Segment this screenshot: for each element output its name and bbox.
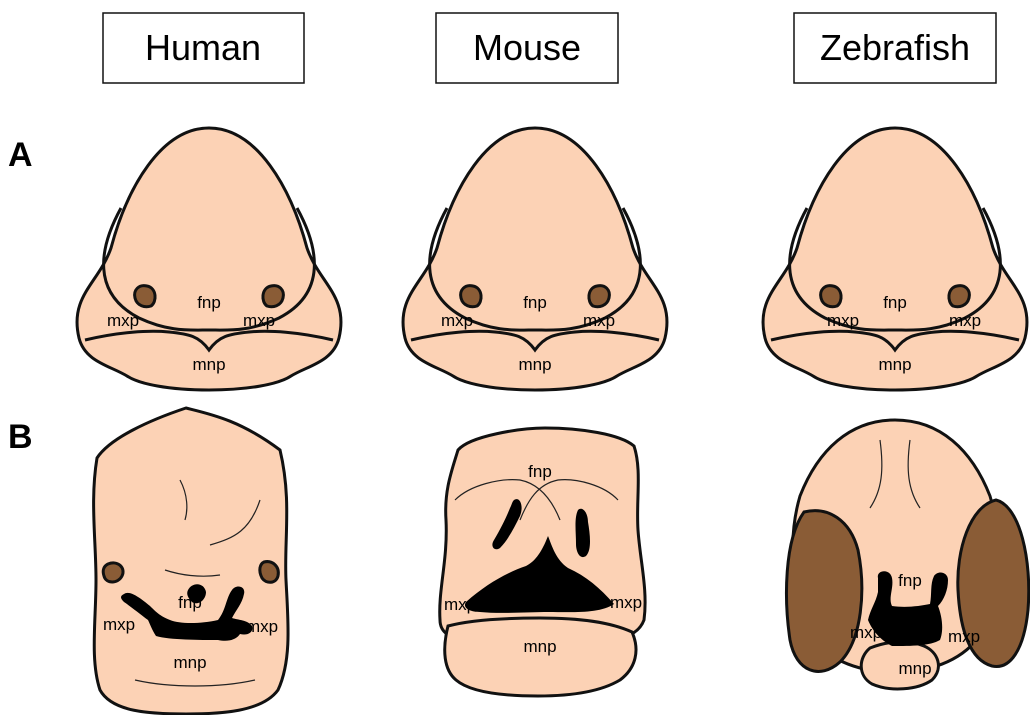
label-mnp: mnp [878,355,911,374]
label-mxp-right: mxp [246,617,278,636]
label-mnp: mnp [518,355,551,374]
label-mxp-right: mxp [583,311,615,330]
label-mnp: mnp [173,653,206,672]
header-zebrafish-label: Zebrafish [820,27,970,68]
label-fnp: fnp [178,593,202,612]
header-zebrafish: Zebrafish [794,13,996,83]
face-b-mouse: fnp mxp mxp mnp [440,428,645,696]
label-mxp-right: mxp [949,311,981,330]
row-label-a: A [8,136,33,174]
row-label-b: B [8,418,33,456]
label-mxp-left: mxp [107,311,139,330]
header-human-label: Human [145,27,261,68]
label-fnp: fnp [898,571,922,590]
face-b-zebrafish: fnp mxp mxp mnp [787,420,1029,689]
header-human: Human [103,13,304,83]
face-a-human: fnp mxp mxp mnp [77,128,341,390]
label-mxp-left: mxp [444,595,476,614]
face-a-zebrafish: fnp mxp mxp mnp [763,128,1027,390]
label-fnp: fnp [523,293,547,312]
label-mnp: mnp [898,659,931,678]
face-b-human: fnp mxp mxp mnp [94,408,288,714]
label-fnp: fnp [528,462,552,481]
label-mxp-left: mxp [827,311,859,330]
header-mouse: Mouse [436,13,618,83]
label-mxp-right: mxp [243,311,275,330]
label-mxp-right: mxp [948,627,980,646]
label-mxp-left: mxp [103,615,135,634]
header-mouse-label: Mouse [473,27,581,68]
face-a-mouse: fnp mxp mxp mnp [403,128,667,390]
label-mnp: mnp [523,637,556,656]
label-fnp: fnp [883,293,907,312]
label-fnp: fnp [197,293,221,312]
label-mxp-left: mxp [850,623,882,642]
label-mnp: mnp [192,355,225,374]
label-mxp-left: mxp [441,311,473,330]
label-mxp-right: mxp [610,593,642,612]
